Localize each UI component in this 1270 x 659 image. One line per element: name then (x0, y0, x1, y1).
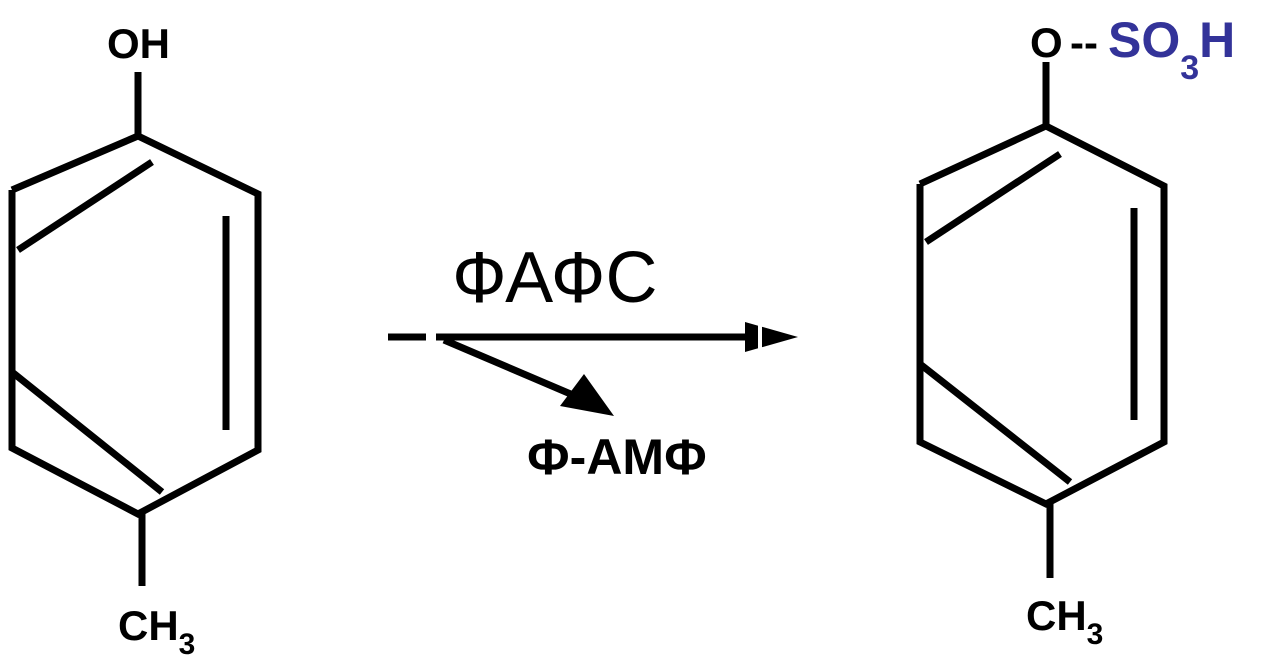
branch-arrow-head (560, 374, 614, 416)
reactant-ring (8, 132, 262, 518)
product-inner-bond-bottom (917, 361, 1073, 485)
reactant-molecule: OH CH3 (8, 20, 262, 659)
product-inner-bond-left (924, 151, 1062, 245)
reactant-methyl-label: CH3 (118, 602, 195, 659)
reagent-label: ФАФС (452, 238, 658, 318)
reactant-inner-bond-bottom (9, 369, 165, 495)
product-ring (916, 122, 1168, 508)
product-methyl-label: CH3 (1026, 592, 1103, 651)
branch-arrow-shaft (442, 336, 582, 402)
sulfo-group-label: SO3H (1108, 12, 1235, 87)
product-linker-label: -- (1070, 19, 1098, 66)
reactant-hydroxyl-label: OH (107, 20, 170, 67)
main-arrow-head (745, 322, 798, 352)
byproduct-label: Ф-АМФ (527, 429, 707, 485)
product-molecule: O -- SO3H CH3 (916, 12, 1235, 651)
product-oxygen-label: O (1030, 19, 1063, 66)
reaction-arrow: ФАФС Ф-АМФ (388, 238, 798, 485)
reactant-inner-bond-left (16, 159, 154, 253)
